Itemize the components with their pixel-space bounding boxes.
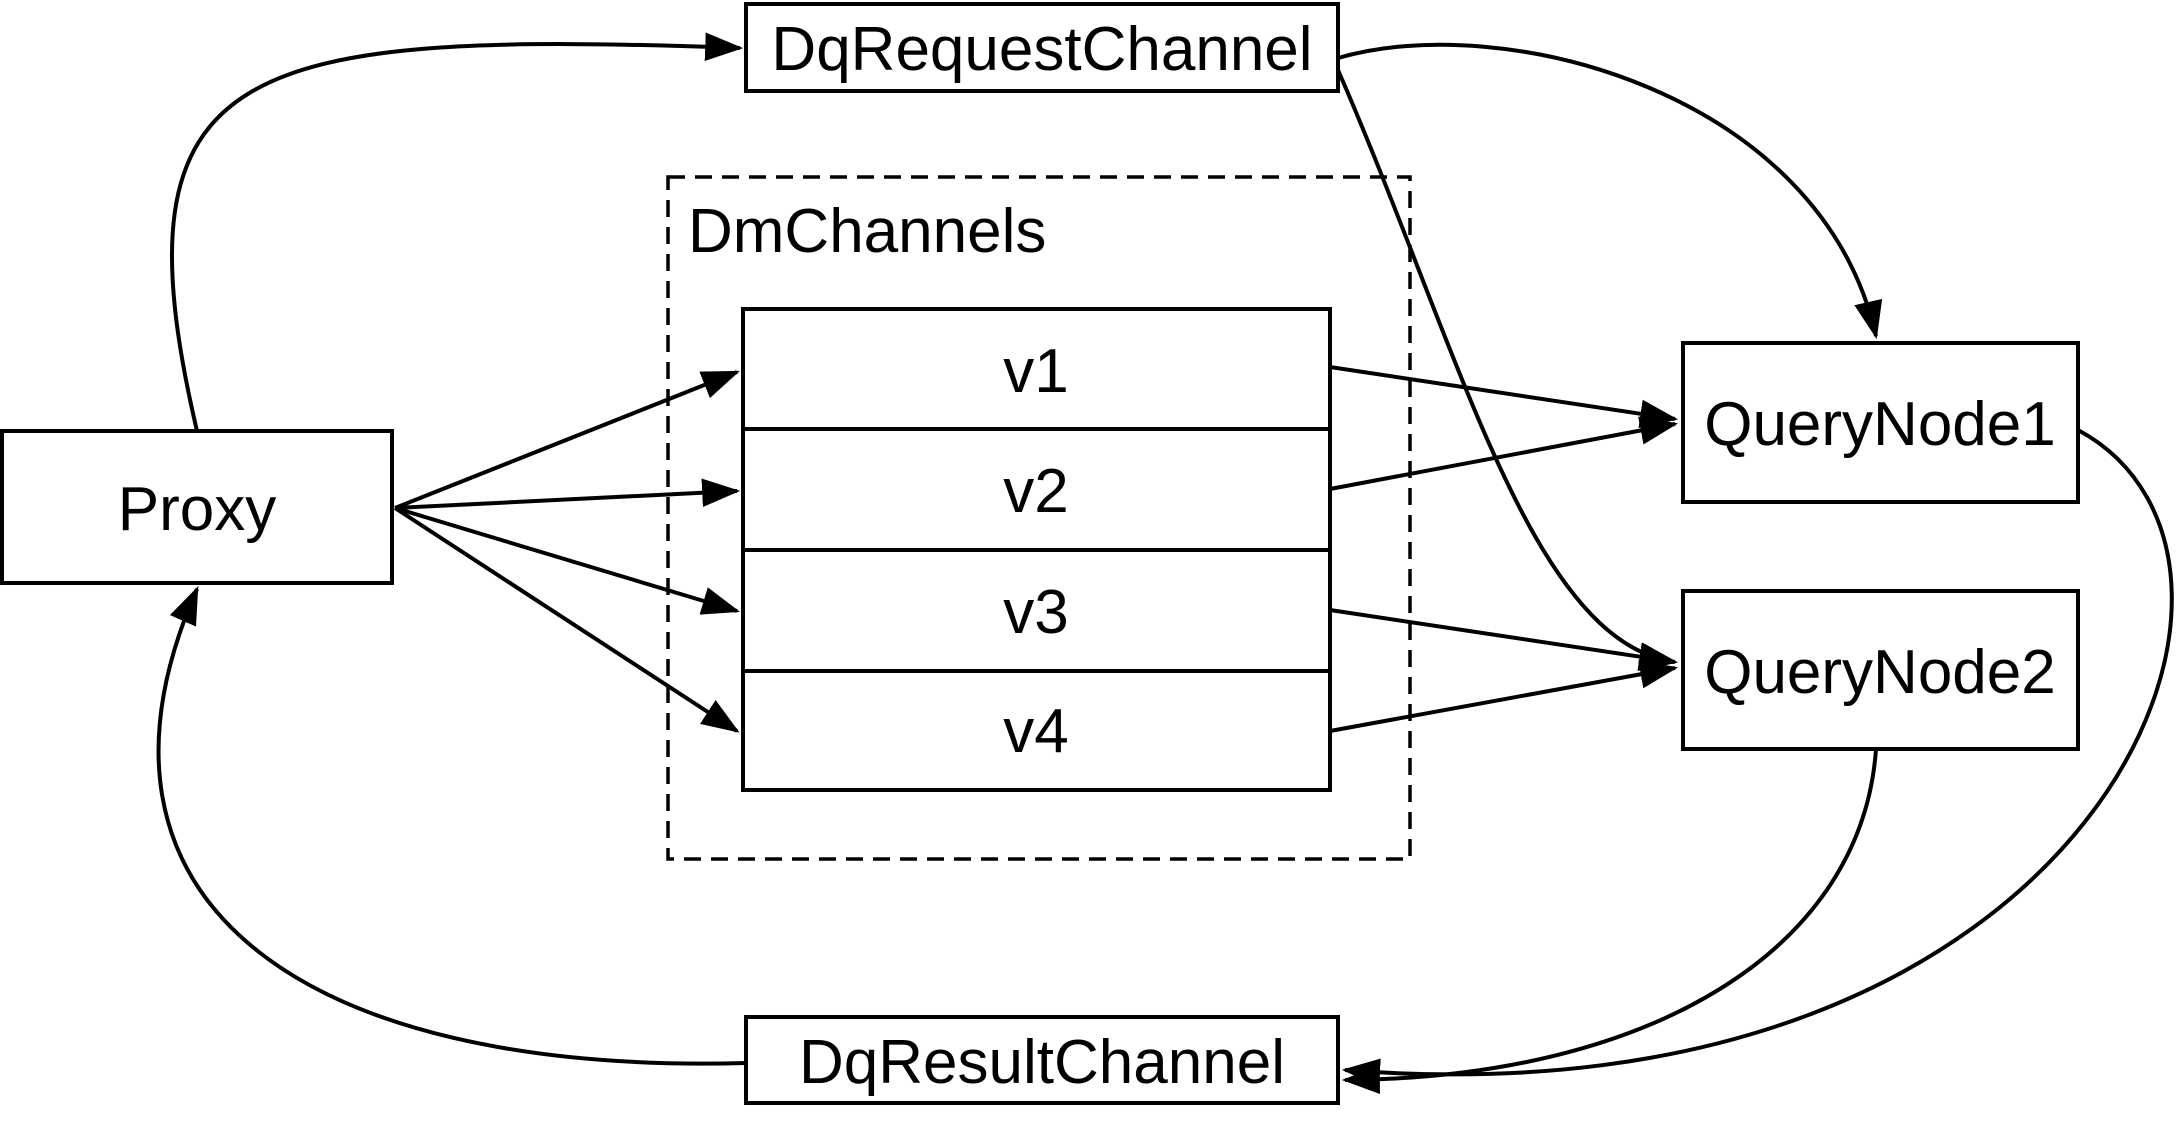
channel-v3-label: v3 — [1003, 578, 1068, 647]
edge-querynode2-to-dqresultchannel — [1341, 748, 1878, 1095]
channel-row-v4 — [741, 669, 1332, 792]
node-dqrequestchannel — [744, 2, 1340, 93]
channel-v1-label: v1 — [1003, 337, 1068, 406]
dmchannels-group-label: DmChannels — [688, 197, 1046, 266]
node-proxy-label: Proxy — [118, 475, 276, 544]
node-dqresultchannel — [744, 1015, 1340, 1105]
edge-querynode1-to-dqresultchannel — [1341, 428, 2174, 1087]
node-querynode1-label: QueryNode1 — [1704, 390, 2056, 459]
node-querynode2-label: QueryNode2 — [1704, 638, 2056, 707]
channel-row-v2 — [741, 427, 1332, 552]
edge-v4-to-querynode2 — [1329, 660, 1679, 733]
node-dqrequestchannel-label: DqRequestChannel — [771, 15, 1312, 84]
channel-v2-label: v2 — [1003, 457, 1068, 526]
edge-dqrequestchannel-to-querynode1 — [1337, 42, 1883, 340]
edge-proxy-to-dqrequestchannel — [169, 32, 744, 432]
node-querynode2 — [1681, 589, 2080, 751]
edge-v3-to-querynode2 — [1329, 608, 1679, 671]
node-proxy — [0, 429, 394, 585]
edge-proxy-to-v2 — [394, 478, 741, 510]
edge-proxy-to-v3 — [394, 506, 741, 615]
channel-v4-label: v4 — [1003, 697, 1068, 766]
edge-dqresultchannel-to-proxy — [156, 586, 747, 1066]
node-dqresultchannel-label: DqResultChannel — [799, 1028, 1285, 1097]
node-querynode1 — [1681, 341, 2080, 504]
edge-v2-to-querynode1 — [1329, 416, 1679, 491]
edge-dqrequestchannel-to-querynode2 — [1336, 69, 1678, 671]
edge-proxy-to-v1 — [394, 370, 740, 510]
edge-v1-to-querynode1 — [1329, 365, 1679, 428]
channel-row-v1 — [741, 307, 1332, 431]
dmchannels-group-box — [666, 175, 1412, 861]
edge-proxy-to-v4 — [393, 506, 740, 733]
